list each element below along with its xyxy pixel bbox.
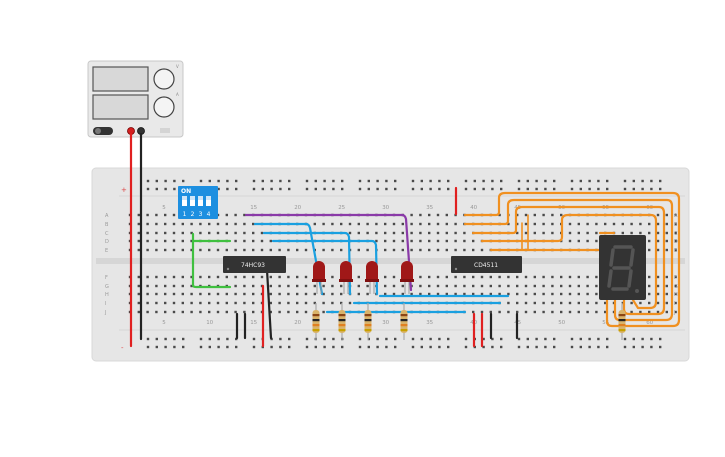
rail-minus-bottom: -	[121, 344, 124, 352]
voltage-knob[interactable]	[153, 68, 175, 90]
wire-orange-1[interactable]	[463, 191, 681, 328]
column-number: 35	[426, 320, 433, 326]
column-number: 20	[294, 320, 301, 326]
column-number: 35	[426, 205, 433, 211]
voltage-display	[92, 66, 149, 92]
chip-74hc93[interactable]: 74HC93	[223, 256, 286, 273]
row-letter: H	[674, 292, 678, 298]
column-number: 55	[602, 320, 609, 326]
dip-position-label: 4	[207, 211, 211, 218]
resistor-group	[312, 303, 626, 340]
column-number: 5	[162, 320, 166, 326]
dip-toggle[interactable]	[182, 196, 187, 206]
row-letter: E	[105, 248, 108, 254]
row-letter: C	[105, 231, 109, 237]
wire-blue-1[interactable]	[253, 222, 324, 296]
dip-toggle[interactable]	[190, 196, 195, 206]
column-number: 20	[294, 205, 301, 211]
wire-blue-2[interactable]	[262, 231, 352, 296]
wire-blue-3[interactable]	[271, 239, 379, 296]
dip-toggle[interactable]	[198, 196, 203, 206]
wire-orange-3[interactable]	[471, 205, 666, 316]
row-letter: F	[674, 275, 677, 281]
led[interactable]	[339, 261, 353, 294]
row-letter: J	[673, 310, 675, 316]
dip-position-label: 3	[199, 211, 203, 218]
resistor[interactable]	[312, 303, 320, 340]
led[interactable]	[365, 261, 379, 294]
row-letter: G	[674, 284, 678, 290]
row-letter: G	[105, 284, 109, 290]
led[interactable]	[312, 261, 326, 294]
row-letter: D	[105, 239, 109, 245]
dip-toggle[interactable]	[206, 196, 211, 206]
row-letter: D	[674, 239, 678, 245]
row-letter: C	[674, 231, 678, 237]
column-number: 60	[646, 320, 653, 326]
resistor[interactable]	[364, 303, 372, 340]
chip-cd4511[interactable]: CD4511	[451, 256, 522, 273]
row-letter: B	[674, 222, 678, 228]
dip-position-label: 1	[183, 211, 187, 218]
current-knob[interactable]	[153, 96, 175, 118]
resistor[interactable]	[400, 303, 408, 340]
row-letter: A	[674, 213, 678, 219]
voltage-knob-label: V	[176, 64, 179, 69]
column-number: 25	[338, 205, 345, 211]
row-letter: E	[674, 248, 677, 254]
chip-74hc93-label: 74HC93	[241, 262, 265, 269]
led-group	[312, 261, 414, 294]
column-number: 40	[470, 205, 477, 211]
wire-green-1[interactable]	[191, 232, 232, 289]
row-letter: B	[105, 222, 109, 228]
rail-plus-top: +	[121, 186, 127, 194]
row-letter: F	[105, 275, 108, 281]
column-number: 50	[558, 320, 565, 326]
column-number: 30	[382, 320, 389, 326]
resistor[interactable]	[618, 303, 626, 340]
current-knob-label: A	[176, 92, 179, 97]
led[interactable]	[400, 261, 414, 294]
column-number: 5	[162, 205, 166, 211]
column-number: 30	[382, 205, 389, 211]
row-letter: I	[105, 301, 106, 307]
row-letter: J	[104, 310, 106, 316]
row-letter: I	[674, 301, 675, 307]
chip-cd4511-label: CD4511	[474, 262, 498, 269]
power-supply[interactable]: V A	[87, 60, 184, 138]
dip-position-label: 2	[191, 211, 195, 218]
wire-black-3[interactable]	[265, 268, 273, 340]
wires	[129, 132, 681, 348]
wire-orange-6[interactable]	[521, 214, 529, 251]
wire-orange-4[interactable]	[480, 213, 658, 310]
resistor[interactable]	[338, 303, 346, 340]
wire-purple[interactable]	[244, 213, 413, 292]
current-display	[92, 94, 149, 120]
row-letter: A	[105, 213, 109, 219]
seven-segment-display[interactable]	[599, 235, 646, 300]
dip-switch-on-label: ON	[181, 188, 191, 195]
row-letter: H	[105, 292, 109, 298]
column-number: 10	[206, 320, 213, 326]
column-number: 15	[250, 205, 257, 211]
column-number: 15	[250, 320, 257, 326]
